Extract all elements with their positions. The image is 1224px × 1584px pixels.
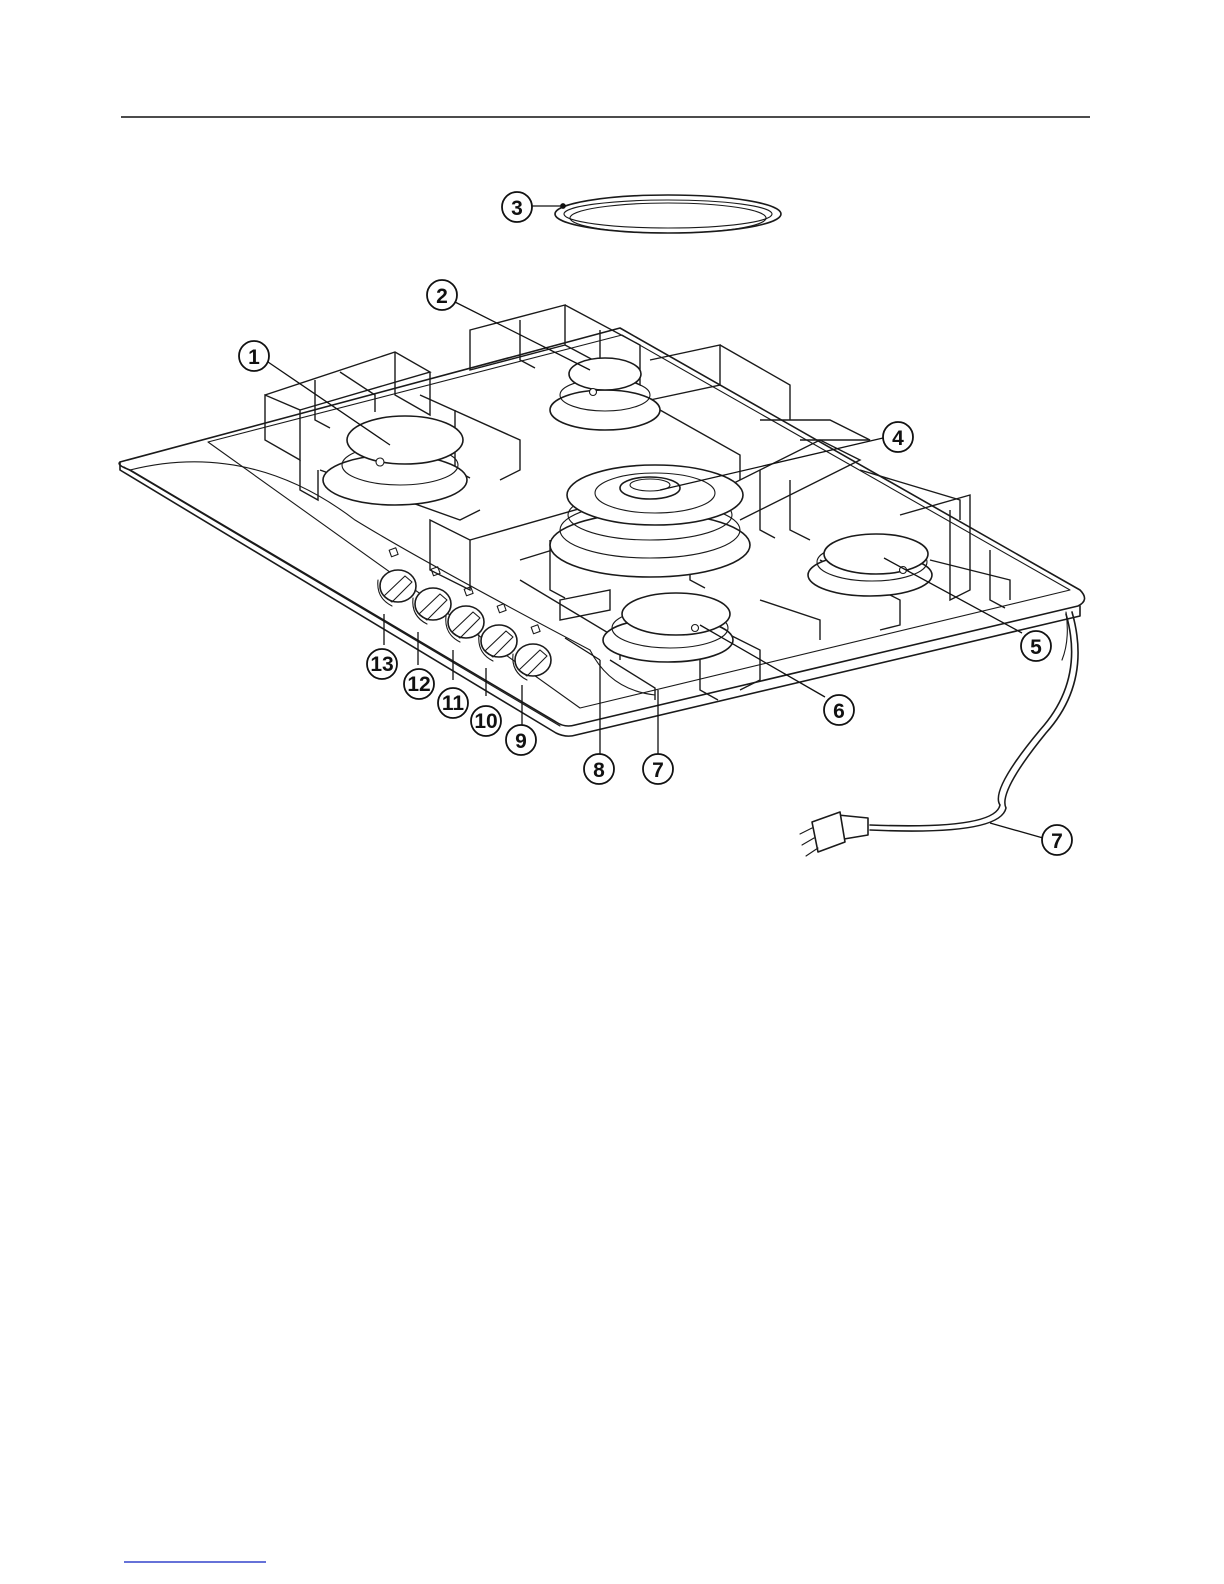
callout-11: 11 bbox=[438, 688, 468, 718]
knob-4 bbox=[479, 604, 517, 661]
callout-3: 3 bbox=[502, 192, 532, 222]
callout-7-panel: 7 bbox=[643, 754, 673, 784]
burner-wok-center bbox=[550, 465, 750, 577]
svg-text:5: 5 bbox=[1030, 636, 1042, 659]
callout-1: 1 bbox=[239, 341, 269, 371]
callout-9: 9 bbox=[506, 725, 536, 755]
svg-text:7: 7 bbox=[652, 759, 664, 782]
callout-10: 10 bbox=[471, 706, 501, 736]
burner-rear bbox=[550, 358, 660, 430]
callout-13: 13 bbox=[367, 649, 397, 679]
burner-front bbox=[603, 593, 733, 662]
wok-ring-illustration bbox=[555, 195, 781, 233]
burner-left-back bbox=[323, 416, 467, 505]
knob-1 bbox=[378, 548, 416, 606]
svg-text:8: 8 bbox=[593, 759, 605, 782]
callout-8: 8 bbox=[584, 754, 614, 784]
svg-text:9: 9 bbox=[515, 730, 527, 753]
control-knobs bbox=[378, 548, 551, 680]
knob-2 bbox=[413, 567, 451, 624]
knob-3 bbox=[446, 587, 484, 642]
callout-4: 4 bbox=[883, 422, 913, 452]
svg-text:11: 11 bbox=[442, 692, 465, 715]
callout-7-cable: 7 bbox=[1042, 825, 1072, 855]
svg-text:7: 7 bbox=[1051, 830, 1063, 853]
callout-5: 5 bbox=[1021, 631, 1051, 661]
svg-text:1: 1 bbox=[248, 346, 260, 369]
callout-2: 2 bbox=[427, 280, 457, 310]
burner-right bbox=[808, 534, 932, 596]
knob-5 bbox=[513, 625, 551, 680]
callout-6: 6 bbox=[824, 695, 854, 725]
svg-text:3: 3 bbox=[511, 197, 523, 220]
svg-text:4: 4 bbox=[892, 427, 904, 450]
callout-12: 12 bbox=[404, 669, 434, 699]
svg-text:2: 2 bbox=[436, 285, 448, 308]
svg-text:6: 6 bbox=[833, 700, 845, 723]
svg-text:13: 13 bbox=[370, 653, 393, 676]
svg-text:10: 10 bbox=[474, 710, 497, 733]
svg-text:12: 12 bbox=[407, 673, 430, 696]
